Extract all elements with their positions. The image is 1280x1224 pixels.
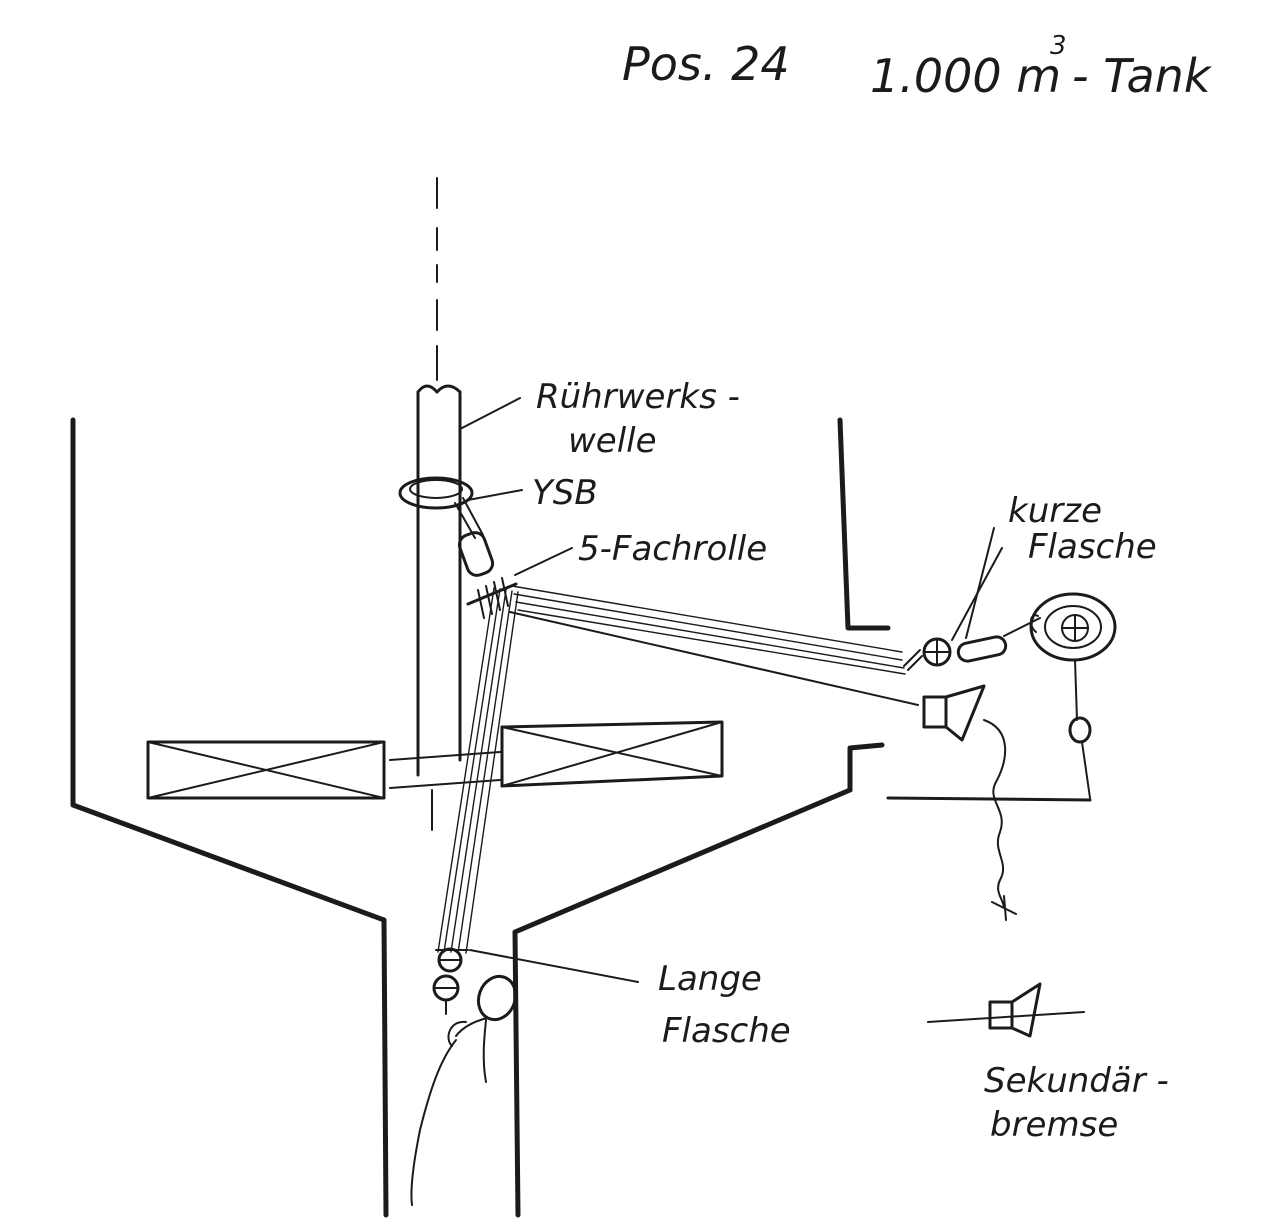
short-block xyxy=(903,617,1041,671)
legend-label-2: bremse xyxy=(990,1105,1118,1145)
secondary-brake-icon xyxy=(922,684,1017,921)
leader-lines xyxy=(461,397,1003,983)
ysb-sling xyxy=(398,476,495,577)
label-agitator-shaft-2: welle xyxy=(568,421,657,461)
labels: Rührwerks - welle YSB 5-Fachrolle kurze … xyxy=(532,377,1157,1051)
worker-figure-icon xyxy=(410,974,518,1206)
sketch-title: Pos. 24 1.000 m 3 - Tank xyxy=(622,31,1213,103)
tank-type: - Tank xyxy=(1072,49,1213,103)
long-block xyxy=(432,947,469,1015)
ground-line xyxy=(886,796,1092,802)
five-fold-pulley xyxy=(466,577,518,619)
label-long-block-2: Flasche xyxy=(662,1011,791,1051)
winch-drum-icon xyxy=(1029,592,1117,799)
agitator-shaft xyxy=(389,177,501,831)
position-number: Pos. 24 xyxy=(622,37,790,91)
legend-label: Sekundär - xyxy=(984,1061,1169,1101)
label-long-block: Lange xyxy=(658,959,762,999)
label-five-fold-pulley: 5-Fachrolle xyxy=(578,529,767,569)
label-ysb: YSB xyxy=(532,473,598,513)
tank-volume: 1.000 m xyxy=(870,49,1061,103)
rope-reeving xyxy=(437,585,919,954)
label-short-block-2: Flasche xyxy=(1028,527,1157,567)
tank-outline xyxy=(70,417,891,1218)
label-short-block: kurze xyxy=(1008,491,1102,531)
label-agitator-shaft: Rührwerks - xyxy=(536,377,740,417)
tank-volume-exponent: 3 xyxy=(1050,31,1067,61)
legend-secondary-brake: Sekundär - bremse xyxy=(927,982,1169,1145)
impeller-blades xyxy=(146,720,724,800)
